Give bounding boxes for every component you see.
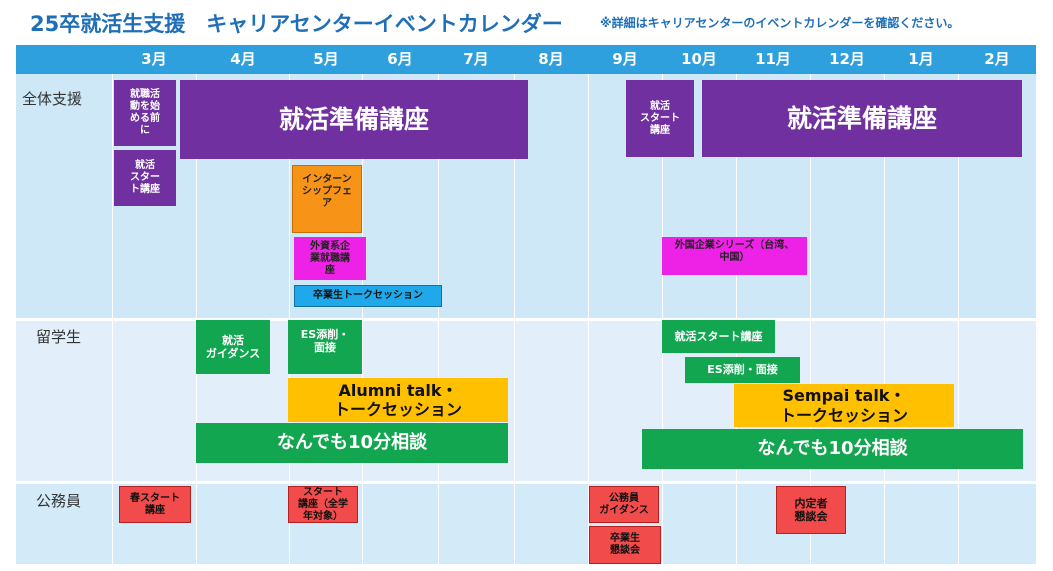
event-label: 就活 スタート 講座 <box>640 100 680 136</box>
event-label: 外国企業シリーズ（台湾、 中国） <box>674 240 795 263</box>
month-2: 2月 <box>984 50 1010 68</box>
event-label: 外資系企 業就職講 座 <box>310 240 350 276</box>
event-label: 就活準備講座 <box>278 104 429 134</box>
row-label-general: 全体支援 <box>22 90 83 108</box>
event-civil-service-guidance[interactable]: 公務員 ガイダンス <box>589 486 659 523</box>
event-label: 就活準備講座 <box>786 103 937 133</box>
event-before-job-hunt[interactable]: 就職活 動を始 める前 に <box>114 80 176 146</box>
month-4: 4月 <box>230 50 256 68</box>
event-prep-seminar-fall[interactable]: 就活準備講座 <box>702 80 1022 157</box>
event-label: 就活 ガイダンス <box>205 333 261 360</box>
event-label: 就職活 動を始 める前 に <box>130 89 160 136</box>
event-label: ES添削・面接 <box>707 363 778 377</box>
details-note: ※詳細はキャリアセンターのイベントカレンダーを確認ください。 <box>600 16 960 30</box>
event-start-seminar-spring[interactable]: 就活 スター ト講座 <box>114 150 176 206</box>
month-11: 11月 <box>755 50 791 68</box>
page-title: 25卒就活生支援 キャリアセンターイベントカレンダー <box>30 12 563 36</box>
month-10: 10月 <box>681 50 717 68</box>
month-3: 3月 <box>141 50 167 68</box>
event-label: 公務員 ガイダンス <box>599 492 649 516</box>
event-label: なんでも10分相談 <box>276 432 428 454</box>
event-consult-spring[interactable]: なんでも10分相談 <box>196 423 508 463</box>
month-6: 6月 <box>387 50 413 68</box>
month-7: 7月 <box>463 50 489 68</box>
event-label: Sempai talk・ トークセッション <box>779 386 908 425</box>
event-label: Alumni talk・ トークセッション <box>333 380 462 419</box>
event-alumni-talk-session[interactable]: 卒業生トークセッション <box>294 285 442 307</box>
month-5: 5月 <box>313 50 339 68</box>
event-start-seminar-fall[interactable]: 就活 スタート 講座 <box>626 80 694 157</box>
event-guidance[interactable]: 就活 ガイダンス <box>196 320 270 374</box>
month-1: 1月 <box>908 50 934 68</box>
event-label: 春スタート 講座 <box>130 492 180 516</box>
event-label: 就活スタート講座 <box>674 329 763 343</box>
month-header <box>16 45 1036 74</box>
event-label: 卒業生 懇談会 <box>610 533 640 556</box>
event-label: 就活 スター ト講座 <box>130 160 160 195</box>
event-label: 卒業生トークセッション <box>313 290 423 301</box>
event-label: なんでも10分相談 <box>757 438 908 460</box>
event-prep-seminar-spring[interactable]: 就活準備講座 <box>180 80 528 159</box>
event-foreign-company-series[interactable]: 外国企業シリーズ（台湾、 中国） <box>662 237 807 275</box>
row-label-civil-service: 公務員 <box>36 492 82 510</box>
event-spring-start-seminar[interactable]: 春スタート 講座 <box>119 486 191 523</box>
event-label: インターン シップフェ ア <box>302 174 352 209</box>
month-12: 12月 <box>829 50 865 68</box>
event-label: 内定者 懇談会 <box>794 496 828 523</box>
event-es-interview-spring[interactable]: ES添削・ 面接 <box>288 320 362 374</box>
event-alumni-meetup[interactable]: 卒業生 懇談会 <box>589 526 661 564</box>
row-separator <box>16 318 1036 321</box>
event-foreign-company-seminar[interactable]: 外資系企 業就職講 座 <box>294 237 366 280</box>
row-label-international: 留学生 <box>36 328 82 346</box>
month-9: 9月 <box>612 50 638 68</box>
event-offer-meetup[interactable]: 内定者 懇談会 <box>776 486 846 534</box>
row-separator <box>16 481 1036 484</box>
event-alumni-talk[interactable]: Alumni talk・ トークセッション <box>288 378 508 422</box>
event-start-seminar-all-years[interactable]: スタート 講座（全学 年対象） <box>288 486 358 523</box>
month-8: 8月 <box>538 50 564 68</box>
event-internship-fair[interactable]: インターン シップフェ ア <box>292 165 362 233</box>
event-sempai-talk[interactable]: Sempai talk・ トークセッション <box>734 384 954 427</box>
event-es-interview-fall[interactable]: ES添削・面接 <box>685 357 800 383</box>
event-label: ES添削・ 面接 <box>300 328 350 355</box>
event-label: スタート 講座（全学 年対象） <box>298 486 348 522</box>
event-start-seminar[interactable]: 就活スタート講座 <box>662 320 775 353</box>
event-consult-fall[interactable]: なんでも10分相談 <box>642 429 1023 469</box>
